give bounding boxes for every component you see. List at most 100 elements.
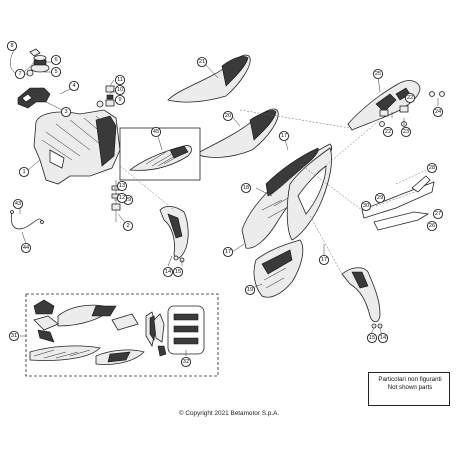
svg-text:11: 11 — [117, 77, 123, 83]
callout-5: 5 — [50, 66, 62, 78]
callout-44: 44 — [20, 242, 32, 254]
svg-text:30: 30 — [363, 203, 369, 209]
svg-text:25: 25 — [375, 71, 381, 77]
callout-21: 21 — [196, 56, 208, 68]
callout-20: 20 — [222, 110, 234, 122]
callout-11: 11 — [114, 74, 126, 86]
svg-text:44: 44 — [23, 245, 29, 251]
svg-text:15: 15 — [175, 269, 181, 275]
callout-17-top: 17 — [278, 130, 290, 142]
svg-text:15: 15 — [369, 335, 375, 341]
seat-foam-kit — [119, 127, 201, 181]
seat-lower — [195, 108, 279, 158]
svg-text:24: 24 — [435, 109, 441, 115]
callout-28: 28 — [426, 162, 438, 174]
callout-2: 2 — [122, 220, 134, 232]
callout-22-right: 22 — [404, 92, 416, 104]
svg-text:9: 9 — [118, 97, 121, 103]
note-english-label: Not shown parts — [387, 384, 433, 391]
callout-1: 1 — [18, 166, 30, 178]
callout-22-left: 22 — [382, 126, 394, 138]
callout-18: 18 — [240, 182, 252, 194]
fork-guard-left — [159, 206, 189, 263]
svg-text:21: 21 — [199, 59, 205, 65]
cable-clip — [10, 210, 44, 230]
svg-text:4: 4 — [72, 83, 75, 89]
svg-text:22: 22 — [407, 95, 413, 101]
svg-text:19: 19 — [247, 287, 253, 293]
callout-10: 10 — [114, 84, 126, 96]
svg-text:17: 17 — [225, 249, 231, 255]
svg-text:12: 12 — [119, 195, 125, 201]
svg-text:20: 20 — [225, 113, 231, 119]
callout-31: 31 — [8, 330, 20, 342]
callout-32: 32 — [180, 356, 192, 368]
fuel-cap-cable — [10, 48, 41, 74]
callout-9: 9 — [114, 94, 126, 106]
callout-6: 6 — [50, 54, 62, 66]
chain-guard-right — [341, 267, 383, 329]
svg-text:6: 6 — [54, 57, 57, 63]
svg-text:5: 5 — [54, 69, 57, 75]
svg-text:2: 2 — [126, 223, 129, 229]
svg-text:27: 27 — [435, 211, 441, 217]
callout-14-left: 14 — [162, 266, 174, 278]
svg-text:13: 13 — [119, 183, 125, 189]
note-italian-label: Particolari non figuranti — [378, 376, 442, 383]
svg-text:43: 43 — [15, 201, 21, 207]
svg-text:1: 1 — [22, 169, 25, 175]
svg-text:8: 8 — [10, 43, 13, 49]
callout-8: 8 — [6, 40, 18, 52]
side-panel-number-plate — [286, 147, 332, 241]
svg-text:45: 45 — [153, 129, 159, 135]
fuel-tank — [33, 109, 121, 185]
svg-text:18: 18 — [243, 185, 249, 191]
callout-27: 27 — [432, 208, 444, 220]
callout-15-left: 15 — [172, 266, 184, 278]
tank-bracket — [17, 87, 51, 109]
dashed-lines — [119, 109, 427, 275]
callout-4: 4 — [68, 80, 80, 92]
svg-text:29: 29 — [377, 195, 383, 201]
callout-29-right: 29 — [374, 192, 386, 204]
callout-7: 7 — [14, 68, 26, 80]
callout-45: 45 — [150, 126, 162, 138]
callout-24: 24 — [432, 106, 444, 118]
svg-text:3: 3 — [64, 109, 67, 115]
callout-14-right: 14 — [377, 332, 389, 344]
callout-17-right: 17 — [318, 254, 330, 266]
svg-text:17: 17 — [281, 133, 287, 139]
svg-text:14: 14 — [380, 335, 386, 341]
callout-19: 19 — [244, 284, 256, 296]
callout-25: 25 — [372, 68, 384, 80]
callout-43: 43 — [12, 198, 24, 210]
callout-23: 23 — [400, 126, 412, 138]
svg-text:14: 14 — [165, 269, 171, 275]
plate-bracket-assembly — [361, 175, 435, 231]
svg-text:31: 31 — [11, 333, 17, 339]
callout-3: 3 — [60, 106, 72, 118]
seat-upper — [167, 54, 251, 103]
svg-text:32: 32 — [183, 359, 189, 365]
callout-26: 26 — [426, 220, 438, 232]
fuel-pump-stack — [96, 85, 115, 108]
not-shown-parts-note: Particolari non figuranti Not shown part… — [368, 372, 450, 406]
svg-text:22: 22 — [385, 129, 391, 135]
svg-text:10: 10 — [117, 87, 123, 93]
copyright-text: © Copyright 2021 Betamotor S.p.A. — [178, 410, 280, 417]
callout-30: 30 — [360, 200, 372, 212]
svg-text:23: 23 — [403, 129, 409, 135]
side-panel-lower — [253, 239, 304, 298]
callout-12: 12 — [116, 192, 128, 204]
callout-17-left: 17 — [222, 246, 234, 258]
svg-text:17: 17 — [321, 257, 327, 263]
fuel-cap-assembly — [26, 55, 50, 77]
svg-text:28: 28 — [429, 165, 435, 171]
rear-fender — [347, 80, 421, 131]
svg-text:7: 7 — [18, 71, 21, 77]
seat-cover-kit — [167, 305, 205, 355]
svg-text:29: 29 — [125, 197, 131, 203]
callout-13: 13 — [116, 180, 128, 192]
